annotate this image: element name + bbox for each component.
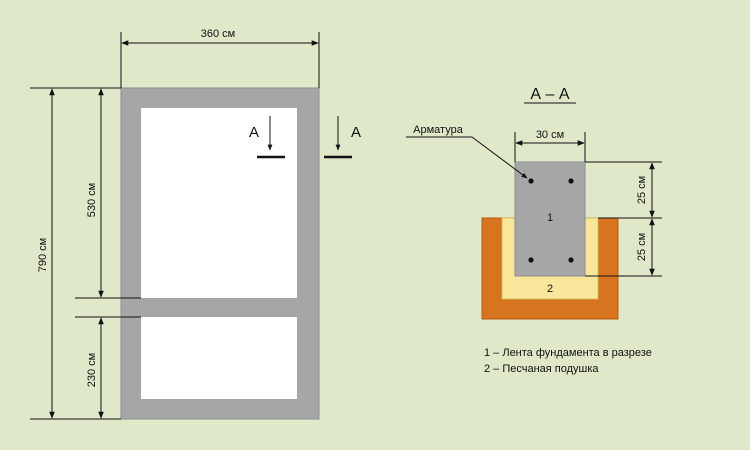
section-marker-letter: А: [249, 124, 259, 141]
legend: 1 – Лента фундамента в разрезе 2 – Песча…: [484, 347, 652, 375]
plan-upper-room: [141, 108, 297, 298]
section-marker-right: А: [324, 116, 361, 159]
section-width-label: 30 см: [536, 129, 564, 141]
section-upper-height-label: 25 см: [636, 176, 648, 204]
plan-lower-height-label: 230 см: [86, 353, 98, 387]
section-marker-left: А: [249, 116, 285, 159]
rebar-label: Арматура: [413, 124, 464, 136]
plan-upper-height-label: 530 см: [86, 183, 98, 217]
rebar-dot: [528, 178, 534, 184]
rebar-dot: [528, 257, 534, 263]
item1-number: 1: [547, 212, 553, 224]
section-title: А – А: [530, 86, 569, 103]
legend-line-2: 2 – Песчаная подушка: [484, 363, 599, 375]
plan-lower-room: [141, 317, 297, 399]
plan-view: 360 см 790 см 530 см 230 см А А: [30, 28, 361, 420]
rebar-dot: [568, 178, 574, 184]
rebar-dot: [568, 257, 574, 263]
legend-line-1: 1 – Лента фундамента в разрезе: [484, 347, 652, 359]
rebar-leader-line: [471, 136, 528, 179]
section-view: А – А 1 2 Арматура 30 см 25 см 25 см: [406, 86, 662, 320]
section-marker-letter: А: [351, 124, 361, 141]
item2-number: 2: [547, 283, 553, 295]
plan-width-label: 360 см: [201, 28, 235, 40]
plan-total-height-label: 790 см: [37, 238, 49, 272]
section-lower-height-label: 25 см: [636, 233, 648, 261]
